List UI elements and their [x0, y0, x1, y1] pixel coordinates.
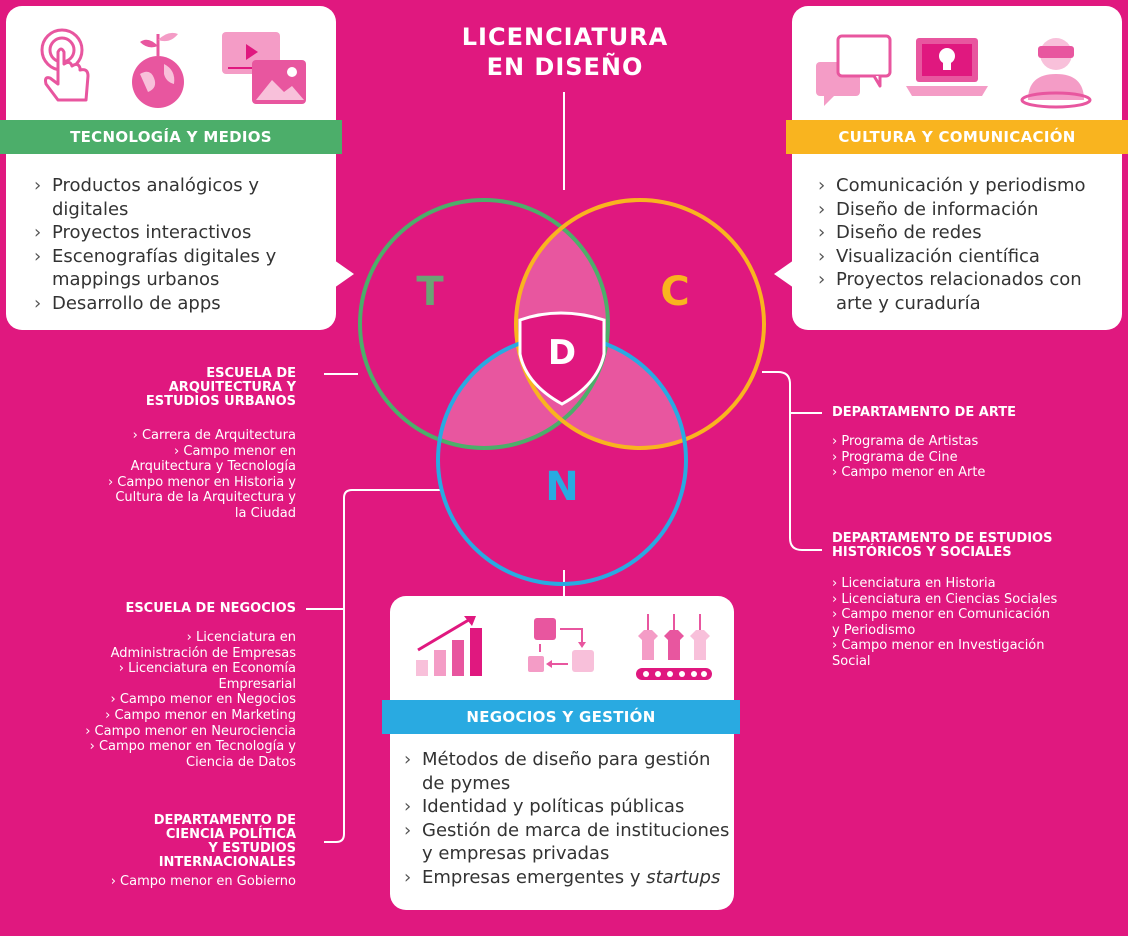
depto-arte-list: › Programa de Artistas › Programa de Cin…	[832, 434, 986, 481]
cultura-header: CULTURA Y COMUNICACIÓN	[786, 120, 1128, 154]
list-item: Diseño de información	[818, 198, 1086, 222]
list-item: Escenografías digitales y	[34, 245, 276, 269]
depto-historicos-list: › Licenciatura en Historia › Licenciatur…	[832, 576, 1058, 669]
process-flow-icon	[528, 618, 594, 672]
globe-plant-icon	[132, 32, 184, 108]
label-d: D	[548, 333, 576, 373]
escuela-negocios-title: ESCUELA DE NEGOCIOS	[125, 601, 296, 616]
laptop-idea-icon	[906, 38, 988, 96]
label-t: T	[416, 269, 444, 315]
list-item: Empresas emergentes y startups	[404, 866, 729, 890]
escuela-arquitectura-list: › Carrera de Arquitectura › Campo menor …	[107, 428, 296, 521]
touch-icon	[40, 28, 90, 102]
card-tecnologia	[6, 6, 336, 330]
page-title: LICENCIATURA EN DISEÑO	[461, 23, 669, 81]
cultura-list: Comunicación y periodismo Diseño de info…	[818, 174, 1086, 315]
media-gallery-icon	[222, 32, 306, 104]
circle-tecnologia	[358, 198, 610, 450]
list-item: Proyectos relacionados con	[818, 268, 1086, 292]
negocios-header: NEGOCIOS Y GESTIÓN	[382, 700, 740, 734]
conveyor-shirts-icon	[636, 614, 712, 680]
escuela-negocios-list: › Licenciatura en Administración de Empr…	[85, 630, 296, 770]
list-item: digitales	[52, 198, 129, 220]
escuela-arquitectura-title: ESCUELA DE ARQUITECTURA Y ESTUDIOS URBAN…	[145, 366, 296, 409]
tecnologia-list: Productos analógicos y digitales Proyect…	[34, 174, 276, 315]
depto-arte-title: DEPARTAMENTO DE ARTE	[832, 405, 1016, 420]
list-item: Desarrollo de apps	[34, 292, 276, 316]
list-item: Diseño de redes	[818, 221, 1086, 245]
negocios-list: Métodos de diseño para gestión de pymes …	[404, 748, 729, 889]
list-item: Comunicación y periodismo	[818, 174, 1086, 198]
list-item: Gestión de marca de instituciones	[404, 819, 729, 843]
list-item: de pymes	[422, 772, 511, 794]
list-item: Métodos de diseño para gestión	[404, 748, 729, 772]
tecnologia-pointer	[334, 260, 354, 288]
list-item: Proyectos interactivos	[34, 221, 276, 245]
label-c: C	[660, 269, 689, 315]
cultura-pointer	[774, 260, 794, 288]
depto-historicos-title: DEPARTAMENTO DE ESTUDIOS HISTÓRICOS Y SO…	[832, 531, 1053, 560]
overlap-tn	[438, 336, 608, 448]
center-shield	[518, 311, 606, 406]
label-n: N	[545, 464, 578, 510]
list-item: arte y curaduría	[836, 292, 981, 314]
depto-ciencia-politica-list: › Campo menor en Gobierno	[110, 874, 296, 889]
list-item: Productos analógicos y	[34, 174, 276, 198]
vr-person-icon	[1020, 38, 1092, 109]
list-item: Visualización científica	[818, 245, 1086, 269]
list-item: y empresas privadas	[422, 843, 610, 864]
list-item: mappings urbanos	[52, 269, 220, 290]
growth-chart-icon	[416, 616, 482, 676]
chat-bubbles-icon	[816, 34, 892, 106]
circle-cultura	[514, 198, 766, 450]
tecnologia-header: TECNOLOGÍA Y MEDIOS	[0, 120, 342, 154]
list-item: Identidad y políticas públicas	[404, 795, 729, 819]
depto-ciencia-politica-title: DEPARTAMENTO DE CIENCIA POLÍTICA Y ESTUD…	[153, 813, 296, 870]
overlap-cn	[516, 336, 686, 448]
